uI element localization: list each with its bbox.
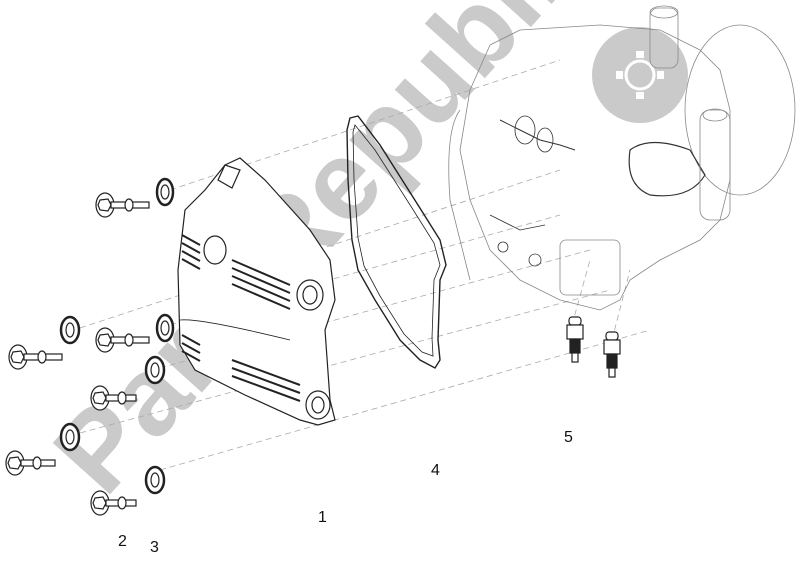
- bolt-3: [95, 327, 150, 353]
- gear-watermark-icon: [592, 27, 688, 123]
- bolt-set: [5, 177, 175, 516]
- watermark: PartsRepublik: [30, 0, 688, 516]
- bolt-1: [95, 192, 150, 218]
- bolt-2: [8, 344, 63, 370]
- washer-6: [144, 465, 166, 495]
- callout-3: 3: [150, 539, 159, 556]
- washer-5: [59, 422, 81, 452]
- engine-block: [448, 5, 796, 311]
- washer-4: [144, 355, 166, 385]
- callout-1: 1: [318, 509, 327, 526]
- spark-plug-1: [566, 316, 584, 363]
- head-cover: [177, 157, 336, 426]
- callout-4: 4: [431, 462, 440, 479]
- bolt-4: [90, 385, 137, 411]
- cover-gasket: [346, 115, 447, 369]
- callout-5: 5: [564, 429, 573, 446]
- callout-2: 2: [118, 533, 127, 550]
- spark-plug-set: [566, 316, 621, 378]
- bolt-5: [5, 450, 56, 476]
- washer-1: [155, 177, 175, 207]
- washer-3: [155, 313, 175, 343]
- bolt-6: [90, 490, 137, 516]
- spark-plug-2: [603, 331, 621, 378]
- washer-2: [59, 315, 81, 345]
